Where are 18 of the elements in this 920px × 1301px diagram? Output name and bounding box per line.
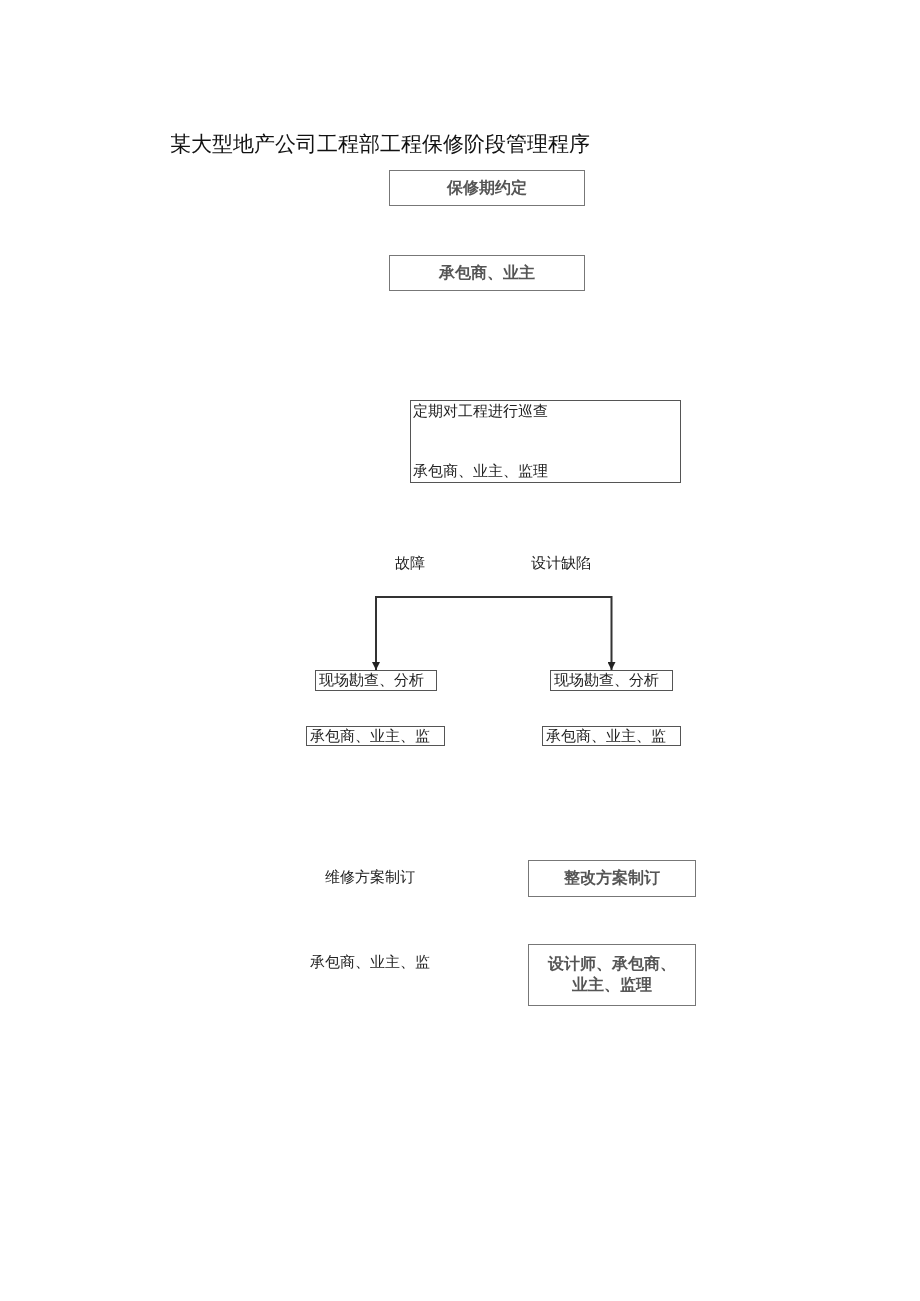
process-box: 承包商、业主、监: [542, 726, 681, 746]
arrow: [372, 596, 494, 671]
process-box: [410, 400, 681, 483]
label-text: 设计缺陷: [531, 554, 591, 573]
box-text: 承包商、业主、监理: [413, 462, 548, 481]
process-box: 保修期约定: [389, 170, 585, 206]
process-box: 设计师、承包商、业主、监理: [528, 944, 696, 1006]
label-text: 承包商、业主、监: [310, 953, 430, 972]
label-text: 故障: [395, 554, 425, 573]
process-box: 现场勘查、分析: [550, 670, 673, 691]
arrow: [492, 596, 616, 671]
label-text: 维修方案制订: [325, 868, 415, 887]
process-box: 整改方案制订: [528, 860, 696, 897]
process-box: 现场勘查、分析: [315, 670, 437, 691]
box-heading: 定期对工程进行巡查: [413, 402, 548, 421]
title: 某大型地产公司工程部工程保修阶段管理程序: [170, 131, 590, 158]
process-box: 承包商、业主: [389, 255, 585, 291]
process-box: 承包商、业主、监: [306, 726, 445, 746]
